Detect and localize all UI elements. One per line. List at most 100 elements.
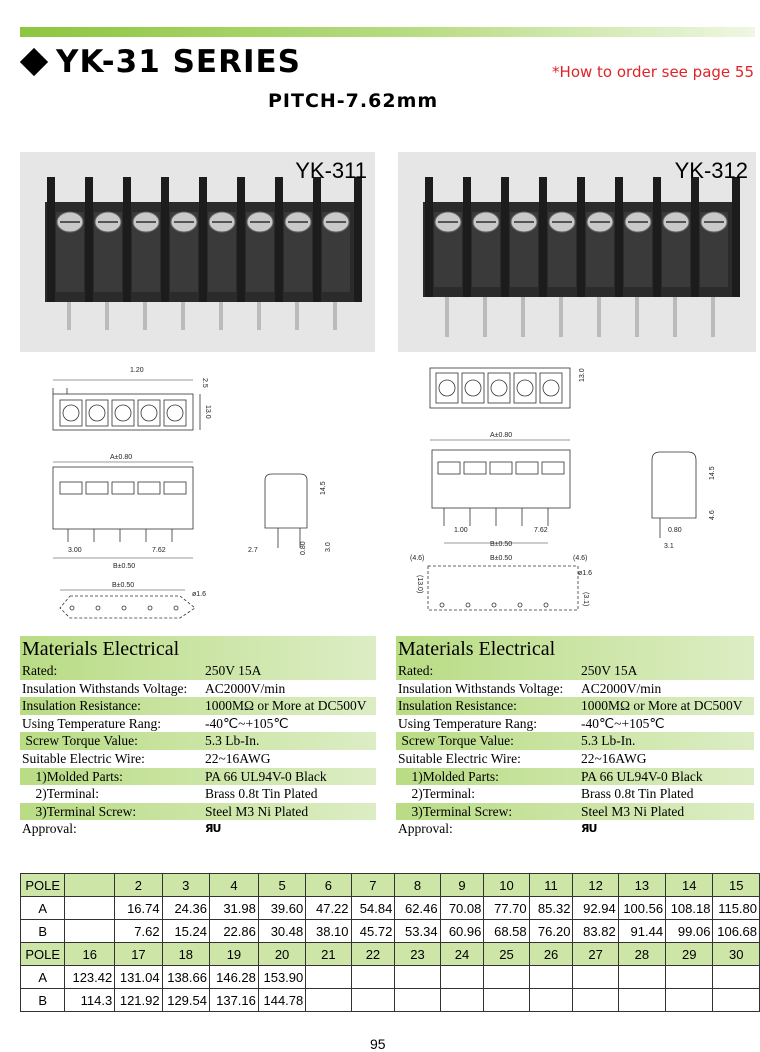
materials-row: 2)Terminal:Brass 0.8t Tin Plated <box>20 785 376 803</box>
diamond-bullet-icon <box>19 47 49 76</box>
table-cell <box>394 988 441 1012</box>
table-cell: 29 <box>665 942 714 966</box>
materials-row: Rated:250V 15A <box>396 662 754 680</box>
table-cell <box>64 896 116 920</box>
table-cell: 15 <box>712 873 760 897</box>
materials-key: Insulation Withstands Voltage: <box>22 680 188 696</box>
dim-text: B±0.50 <box>490 555 512 562</box>
table-cell: 22.86 <box>208 919 259 943</box>
header-accent-bar <box>20 27 755 37</box>
table-cell: 129.54 <box>161 988 210 1012</box>
table-cell: 146.28 <box>208 965 259 989</box>
materials-key: 2)Terminal: <box>22 786 100 802</box>
materials-key: Approval: <box>398 821 453 837</box>
table-cell: POLE <box>19 942 66 966</box>
table-cell: 131.04 <box>114 965 163 989</box>
table-cell: 30.48 <box>257 919 307 943</box>
table-cell <box>305 965 352 989</box>
table-cell: 27 <box>572 942 619 966</box>
table-cell: 16 <box>64 942 116 966</box>
dim-text: A±0.80 <box>110 454 132 461</box>
photo-label: YK-312 <box>674 158 748 183</box>
materials-row: Rated:250V 15A <box>20 662 376 680</box>
materials-key: 3)Terminal Screw: <box>398 803 513 819</box>
table-cell <box>483 965 530 989</box>
materials-key: Insulation Resistance: <box>22 698 141 714</box>
table-cell: 99.06 <box>665 919 714 943</box>
materials-row: Approval:ЯU <box>396 820 754 838</box>
table-cell <box>528 988 574 1012</box>
materials-key: 1)Molded Parts: <box>398 768 499 784</box>
table-cell: 30 <box>712 942 760 966</box>
materials-value: PA 66 UL94V-0 Black <box>205 768 327 784</box>
table-cell: 53.34 <box>394 919 441 943</box>
materials-row: Screw Torque Value: 5.3 Lb-In. <box>396 732 754 750</box>
materials-value: -40℃~+105℃ <box>581 715 665 731</box>
table-cell <box>712 988 760 1012</box>
table-cell: 121.92 <box>114 988 163 1012</box>
dim-text: 1.20 <box>130 367 144 374</box>
table-cell: 38.10 <box>305 919 352 943</box>
table-cell <box>617 965 667 989</box>
dim-text: 0.80 <box>668 527 682 534</box>
table-cell: 39.60 <box>257 896 307 920</box>
drawing-yk-311: 1.20 2.5 13.0 A±0.80 3.00 7.62 B±0.50 14… <box>20 360 375 630</box>
table-cell: 7 <box>350 873 396 897</box>
materials-key: Suitable Electric Wire: <box>22 750 145 766</box>
materials-value: AC2000V/min <box>581 680 662 696</box>
materials-row: 3)Terminal Screw: Steel M3 Ni Plated <box>396 802 754 821</box>
table-cell: 13 <box>617 873 667 897</box>
table-cell: 31.98 <box>208 896 259 920</box>
table-cell: 2 <box>114 873 163 897</box>
materials-key: Screw Torque Value: <box>398 733 514 749</box>
table-cell <box>572 988 619 1012</box>
table-cell <box>712 965 760 989</box>
table-cell: 18 <box>161 942 210 966</box>
materials-key: Rated: <box>398 663 434 678</box>
table-cell: 25 <box>483 942 530 966</box>
dim-text: 13.0 <box>579 368 586 382</box>
table-cell <box>305 988 352 1012</box>
materials-row: Approval:ЯU <box>20 820 376 838</box>
materials-row: Using Temperature Rang:-40℃~+105℃ <box>20 715 376 733</box>
materials-row: 3)Terminal Screw:Steel M3 Ni Plated <box>20 802 376 821</box>
materials-value: 5.3 Lb-In. <box>581 733 636 749</box>
materials-value: AC2000V/min <box>205 680 286 696</box>
table-cell: 4 <box>208 873 259 897</box>
table-cell: 45.72 <box>350 919 396 943</box>
page-number: 95 <box>370 1036 386 1052</box>
dim-text: (3.1) <box>582 592 589 606</box>
materials-key: Using Temperature Rang: <box>22 715 162 731</box>
table-cell: 14 <box>665 873 714 897</box>
materials-value: Steel M3 Ni Plated <box>581 803 685 819</box>
materials-heading: Materials Electrical <box>396 636 754 662</box>
materials-key: 1)Molded Parts: <box>22 768 123 784</box>
table-cell: 91.44 <box>617 919 667 943</box>
table-cell: 70.08 <box>439 896 485 920</box>
materials-value: 22~16AWG <box>205 750 271 766</box>
series-title-text: YK-31 SERIES <box>56 44 301 80</box>
materials-row: Suitable Electric Wire: 22~16AWG <box>20 750 376 768</box>
materials-row: Insulation Resistance: 1000MΩ or More at … <box>20 697 376 715</box>
dim-text: 0.80 <box>300 541 307 555</box>
materials-key: Suitable Electric Wire: <box>398 750 521 766</box>
table-cell: B <box>19 988 66 1012</box>
table-cell: B <box>19 919 66 943</box>
materials-value: Brass 0.8t Tin Plated <box>581 786 694 802</box>
materials-row: 1)Molded Parts:PA 66 UL94V-0 Black <box>396 767 754 786</box>
materials-key: 2)Terminal: <box>398 786 476 802</box>
ul-approval-icon: ЯU <box>205 822 221 836</box>
table-cell: 20 <box>257 942 307 966</box>
table-cell <box>665 965 714 989</box>
table-cell: 54.84 <box>350 896 396 920</box>
table-cell: 7.62 <box>114 919 163 943</box>
table-cell: 106.68 <box>712 919 760 943</box>
materials-value: 1000MΩ or More at DC500V <box>205 698 367 714</box>
table-cell: 137.16 <box>208 988 259 1012</box>
dim-text: A±0.80 <box>490 432 512 439</box>
